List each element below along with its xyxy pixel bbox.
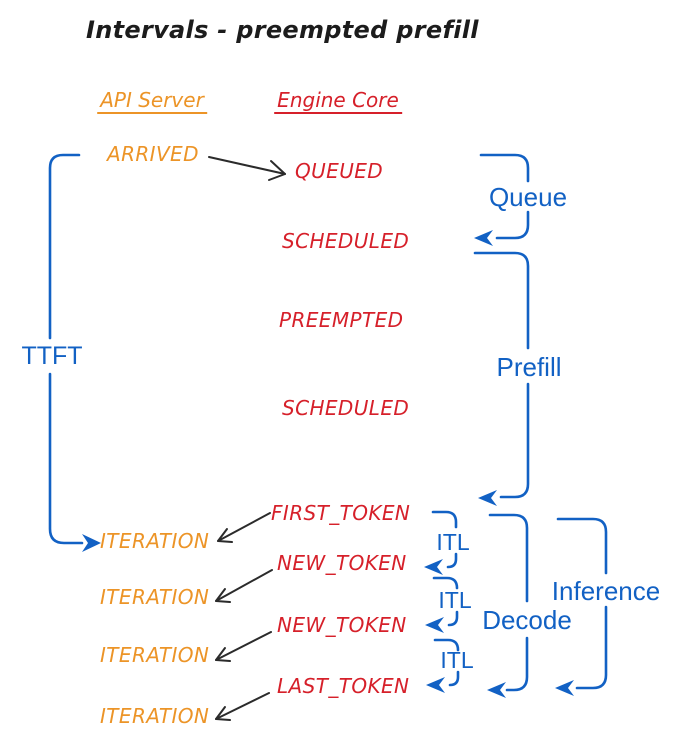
column-header-api-server: API Server	[97, 90, 207, 114]
event-queued: QUEUED	[295, 159, 384, 183]
interval-label-inference: Inference	[551, 576, 661, 606]
interval-label-queue: Queue	[488, 182, 568, 212]
inference-arrowhead-icon	[555, 680, 574, 696]
itl-bracket-2	[425, 576, 459, 633]
itl-arrowhead-2-icon	[425, 617, 444, 633]
event-first-token: FIRST_TOKEN	[271, 501, 411, 525]
event-last-token: LAST_TOKEN	[277, 674, 410, 698]
arrow-new-token-to-iteration-3	[215, 631, 272, 662]
prefill-arrowhead-icon	[478, 490, 497, 506]
interval-label-decode: Decode	[482, 605, 572, 635]
event-scheduled-2: SCHEDULED	[282, 396, 410, 420]
event-arrived: ARRIVED	[107, 142, 199, 166]
event-iteration-4: ITERATION	[100, 704, 210, 728]
prefill-bracket	[473, 251, 530, 506]
queue-bracket	[474, 153, 530, 246]
column-header-engine-core: Engine Core	[274, 90, 402, 114]
inference-bracket	[555, 517, 608, 696]
interval-label-ttft: TTFT	[21, 342, 83, 370]
ttft-arrowhead-icon	[82, 534, 101, 552]
event-scheduled-1: SCHEDULED	[282, 229, 410, 253]
queue-arrowhead-icon	[474, 230, 493, 246]
event-iteration-2: ITERATION	[100, 585, 210, 609]
arrow-arrived-to-queued	[208, 156, 286, 181]
itl-arrowhead-1-icon	[424, 559, 443, 575]
interval-label-itl-2: ITL	[438, 587, 472, 613]
interval-label-prefill: Prefill	[496, 352, 562, 382]
event-iteration-3: ITERATION	[100, 643, 210, 667]
arrow-last-token-to-iteration-4	[215, 692, 270, 721]
ttft-bracket	[48, 153, 101, 552]
decode-bracket	[487, 513, 529, 698]
decode-arrowhead-icon	[487, 682, 506, 698]
itl-arrowhead-3-icon	[426, 677, 445, 693]
itl-bracket-1	[424, 510, 458, 575]
event-iteration-1: ITERATION	[100, 529, 210, 553]
arrow-new-token-to-iteration-2	[215, 569, 273, 603]
interval-label-itl-3: ITL	[440, 647, 474, 673]
event-new-token-2: NEW_TOKEN	[277, 613, 407, 637]
itl-bracket-3	[426, 638, 460, 693]
interval-label-itl-1: ITL	[436, 529, 470, 555]
event-preempted: PREEMPTED	[279, 308, 404, 332]
arrow-first-token-to-iteration-1	[217, 512, 271, 543]
diagram-title: Intervals - preempted prefill	[86, 16, 479, 44]
event-new-token-1: NEW_TOKEN	[277, 551, 407, 575]
